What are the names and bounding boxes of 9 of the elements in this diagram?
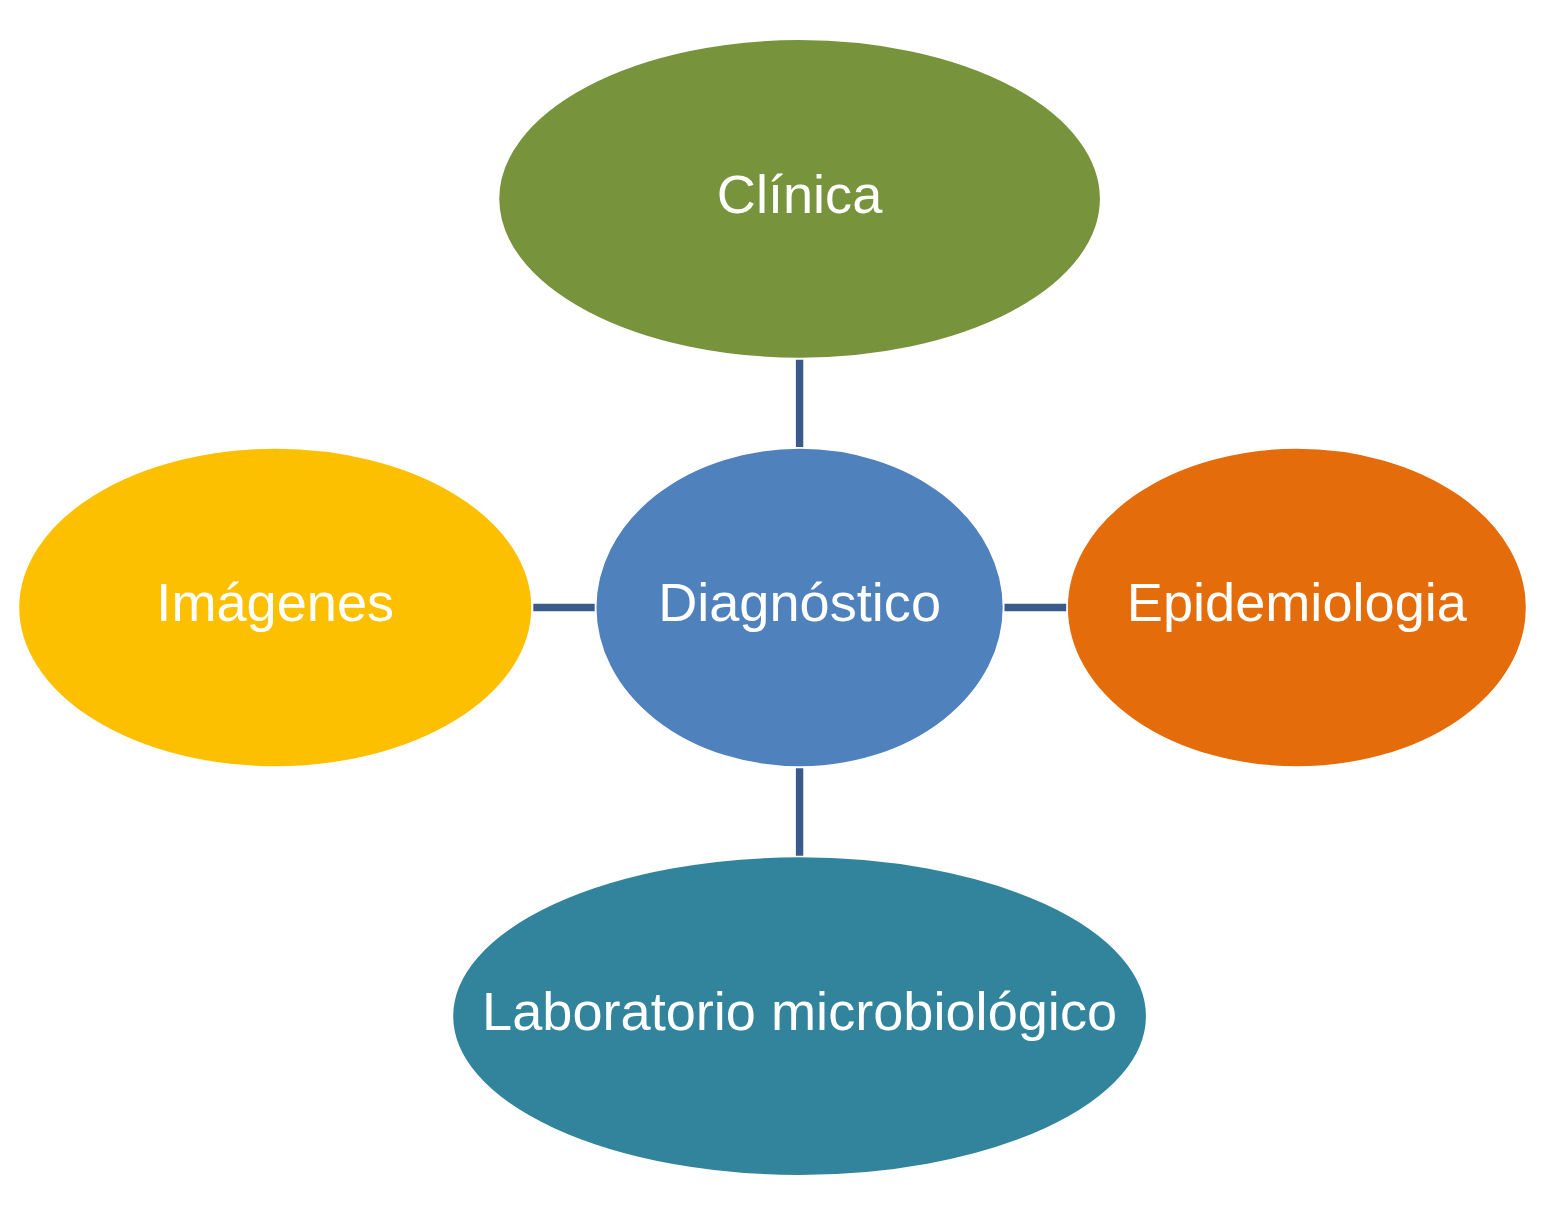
connector bbox=[795, 359, 804, 448]
connector bbox=[1004, 603, 1067, 612]
node-ellipse: Imágenes bbox=[16, 446, 534, 769]
connector bbox=[533, 603, 595, 612]
node-ellipse: Clínica bbox=[496, 37, 1103, 361]
node-ellipse: Laboratorio microbiológico bbox=[450, 854, 1149, 1178]
connector bbox=[795, 768, 804, 856]
node-ellipse: Diagnóstico bbox=[594, 446, 1006, 769]
node-ellipse: Epidemiologia bbox=[1065, 446, 1529, 769]
